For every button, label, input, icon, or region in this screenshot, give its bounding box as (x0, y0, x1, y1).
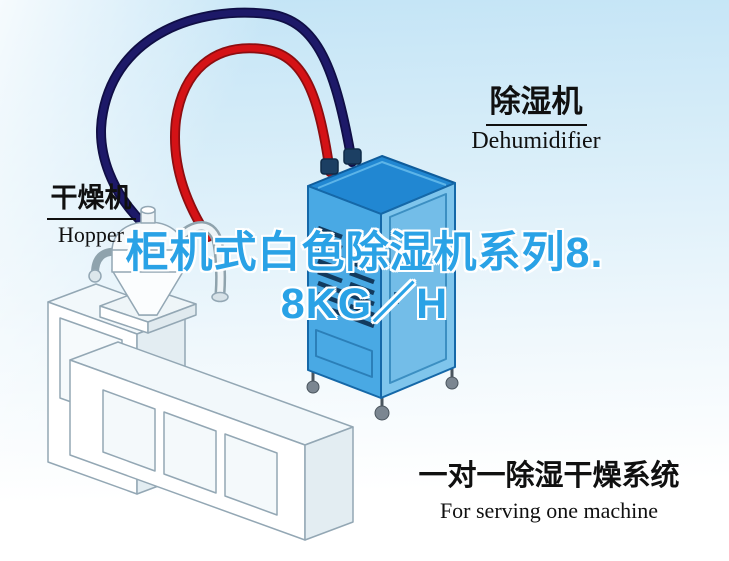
dehumidifier-label-zh: 除湿机 (485, 76, 587, 126)
vent-grille (317, 225, 375, 329)
hopper-unit (88, 205, 229, 334)
hopper-platform-side (147, 303, 197, 334)
caster-wheel (445, 376, 459, 390)
side-door (389, 193, 447, 384)
body-panel-2 (163, 411, 217, 494)
navy-hose (97, 9, 356, 234)
body-side-face (304, 426, 354, 541)
casters (306, 368, 459, 421)
hopper-knob-cap (140, 205, 156, 215)
hose-fittings (320, 148, 362, 175)
hopper-duct-highlight (173, 223, 224, 297)
system-label-zh: 一对一除湿干燥系统 (418, 460, 680, 492)
system-label: 一对一除湿干燥系统 For serving one machine (399, 452, 699, 524)
molding-machine (47, 283, 354, 541)
hopper-label-en: Hopper (58, 222, 124, 247)
navy-hose-fitting (343, 148, 362, 165)
system-label-en: For serving one machine (439, 498, 659, 523)
dehumidifier-label: 除湿机 Dehumidifier (446, 76, 626, 155)
body-panel-3 (224, 433, 278, 516)
hopper-label: 干燥机 Hopper (16, 176, 166, 248)
body-panel-1 (102, 389, 156, 472)
caster-wheel (374, 405, 390, 421)
red-hose-fitting (320, 158, 339, 175)
product-title: 柜机式白色除湿机系列8. 8KG／H (0, 228, 729, 329)
caster-wheel (306, 380, 320, 394)
dehumidifier-label-en: Dehumidifier (471, 128, 601, 154)
hopper-label-zh: 干燥机 (46, 176, 136, 220)
duct-flange (211, 291, 229, 303)
connection-hoses (96, 7, 357, 242)
dehumidifier-unit (306, 155, 459, 421)
red-hose (171, 44, 334, 241)
product-title-line2: 8KG／H (280, 279, 449, 328)
cabinet-top-ridge (317, 161, 447, 189)
product-title-line1: 柜机式白色除湿机系列8. (125, 229, 604, 277)
front-access-panel (315, 329, 373, 378)
side-pipe-valve (88, 269, 102, 283)
door-handle (394, 292, 399, 304)
